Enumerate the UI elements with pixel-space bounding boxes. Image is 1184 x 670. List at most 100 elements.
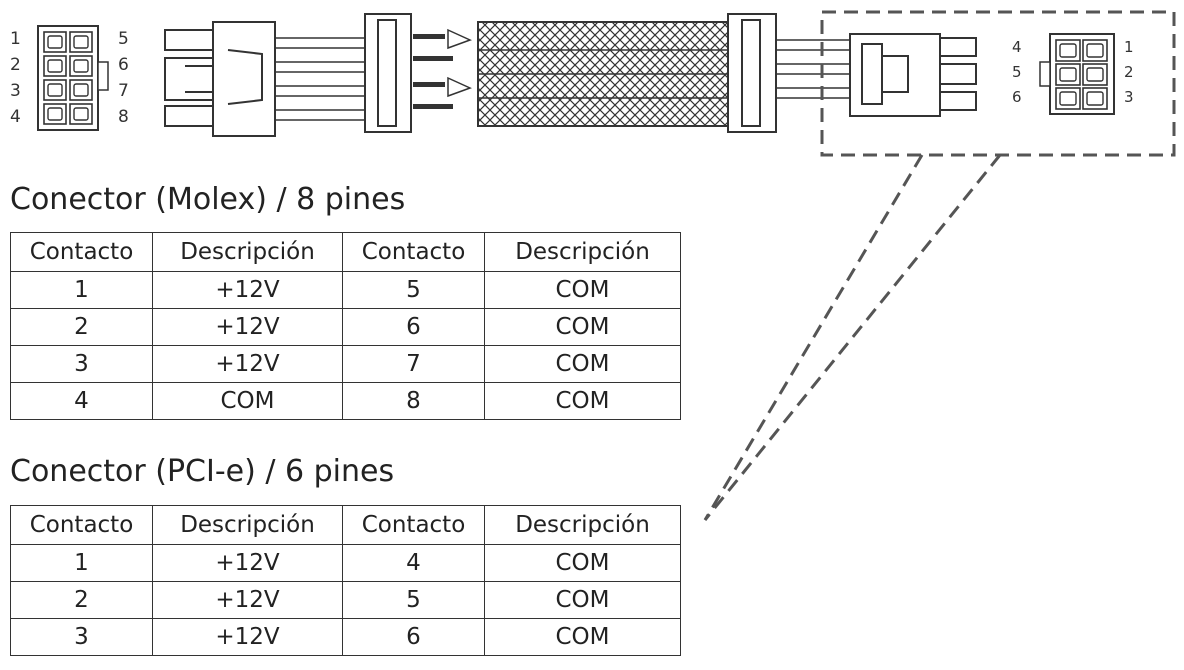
pin-8-socket — [73, 59, 89, 73]
cell-description: COM — [484, 345, 681, 383]
pin-6 — [1082, 87, 1108, 110]
cell-description: +12V — [152, 618, 343, 656]
pin-label: 6 — [118, 55, 129, 75]
cell-contact: 2 — [10, 308, 153, 346]
pin-8 — [43, 103, 67, 125]
table-row: 3 +12V 7 COM — [10, 345, 681, 383]
pin-label: 4 — [1012, 38, 1022, 56]
table-row: 2 +12V 5 COM — [10, 581, 681, 619]
connector-6pin-labels-right: 1 2 3 — [1124, 38, 1134, 106]
cell-description: COM — [484, 308, 681, 346]
cell-description: COM — [484, 581, 681, 619]
table-header-row: Contacto Descripción Contacto Descripció… — [10, 505, 681, 545]
cell-description: COM — [152, 382, 343, 420]
pin-label: 5 — [118, 29, 129, 49]
cable-clip-left — [364, 13, 412, 133]
pin-6 — [1082, 39, 1108, 62]
pin-8-socket — [73, 107, 89, 121]
header-contact: Contacto — [10, 232, 153, 272]
pin-8-socket — [47, 107, 63, 121]
pin-8 — [43, 55, 67, 77]
cell-contact: 4 — [342, 544, 485, 582]
pin-6 — [1082, 63, 1108, 86]
cell-contact: 6 — [342, 308, 485, 346]
pin-8-socket — [73, 83, 89, 97]
cell-contact: 5 — [342, 271, 485, 309]
cell-contact: 3 — [10, 618, 153, 656]
cell-contact: 4 — [10, 382, 153, 420]
pin-label: 1 — [1124, 38, 1134, 56]
pin-6 — [1055, 63, 1081, 86]
pin-grid-8 — [43, 31, 93, 125]
connector-8pin-face — [37, 25, 109, 131]
pin-8 — [69, 103, 93, 125]
table-header-row: Contacto Descripción Contacto Descripció… — [10, 232, 681, 272]
pin-label: 3 — [1124, 88, 1134, 106]
callout-line-right — [703, 154, 1002, 521]
cable-printed-markings — [413, 28, 472, 109]
pin-8 — [69, 31, 93, 53]
cell-description: COM — [484, 271, 681, 309]
pin-6-socket — [1086, 91, 1104, 106]
pin-6 — [1055, 87, 1081, 110]
pin-8-socket — [47, 83, 63, 97]
table-pcie: Contacto Descripción Contacto Descripció… — [10, 505, 681, 656]
connector-8pin-labels-left: 1 2 3 4 — [10, 29, 21, 127]
pin-label: 1 — [10, 29, 21, 49]
pin-label: 6 — [1012, 88, 1022, 106]
pin-label: 4 — [10, 107, 21, 127]
pin-label: 5 — [1012, 63, 1022, 81]
connector-8pin-housing — [164, 21, 276, 137]
table-row: 3 +12V 6 COM — [10, 618, 681, 656]
cell-description: +12V — [152, 581, 343, 619]
pin-6-socket — [1059, 91, 1077, 106]
pin-8 — [43, 31, 67, 53]
pin-6-socket — [1059, 43, 1077, 58]
cell-description: COM — [484, 544, 681, 582]
pin-6 — [1055, 39, 1081, 62]
header-contact: Contacto — [10, 505, 153, 545]
cell-description: +12V — [152, 308, 343, 346]
pin-label: 3 — [10, 81, 21, 101]
section-title-molex: Conector (Molex) / 8 pines — [10, 182, 406, 217]
table-row: 2 +12V 6 COM — [10, 308, 681, 346]
pin-6-socket — [1086, 67, 1104, 82]
cell-contact: 6 — [342, 618, 485, 656]
header-description: Descripción — [484, 232, 681, 272]
pin-label: 2 — [10, 55, 21, 75]
connector-6pin-labels-left: 4 5 6 — [1012, 38, 1022, 106]
table-row: 1 +12V 4 COM — [10, 544, 681, 582]
cell-description: COM — [484, 382, 681, 420]
table-molex: Contacto Descripción Contacto Descripció… — [10, 232, 681, 420]
header-description: Descripción — [152, 505, 343, 545]
cell-contact: 7 — [342, 345, 485, 383]
cable-braided-sleeve — [477, 21, 747, 127]
pin-8-socket — [47, 35, 63, 49]
pin-label: 7 — [118, 81, 129, 101]
pin-label: 8 — [118, 107, 129, 127]
cell-contact: 8 — [342, 382, 485, 420]
connector-6pin-housing — [849, 33, 977, 117]
header-contact: Contacto — [342, 232, 485, 272]
pin-6-socket — [1059, 67, 1077, 82]
cell-contact: 5 — [342, 581, 485, 619]
pin-8 — [69, 79, 93, 101]
pin-8-socket — [73, 35, 89, 49]
header-description: Descripción — [484, 505, 681, 545]
cell-description: +12V — [152, 345, 343, 383]
cell-description: +12V — [152, 271, 343, 309]
pin-grid-6 — [1055, 39, 1108, 110]
connector-6pin-face — [1039, 33, 1115, 115]
pin-8-socket — [47, 59, 63, 73]
table-row: 1 +12V 5 COM — [10, 271, 681, 309]
pin-6-socket — [1086, 43, 1104, 58]
header-contact: Contacto — [342, 505, 485, 545]
cell-contact: 1 — [10, 544, 153, 582]
pin-8 — [43, 79, 67, 101]
section-title-pcie: Conector (PCI-e) / 6 pines — [10, 454, 395, 489]
header-description: Descripción — [152, 232, 343, 272]
cable-clip-right — [727, 13, 777, 133]
callout-line-left — [703, 154, 924, 521]
cell-contact: 2 — [10, 581, 153, 619]
cell-contact: 1 — [10, 271, 153, 309]
